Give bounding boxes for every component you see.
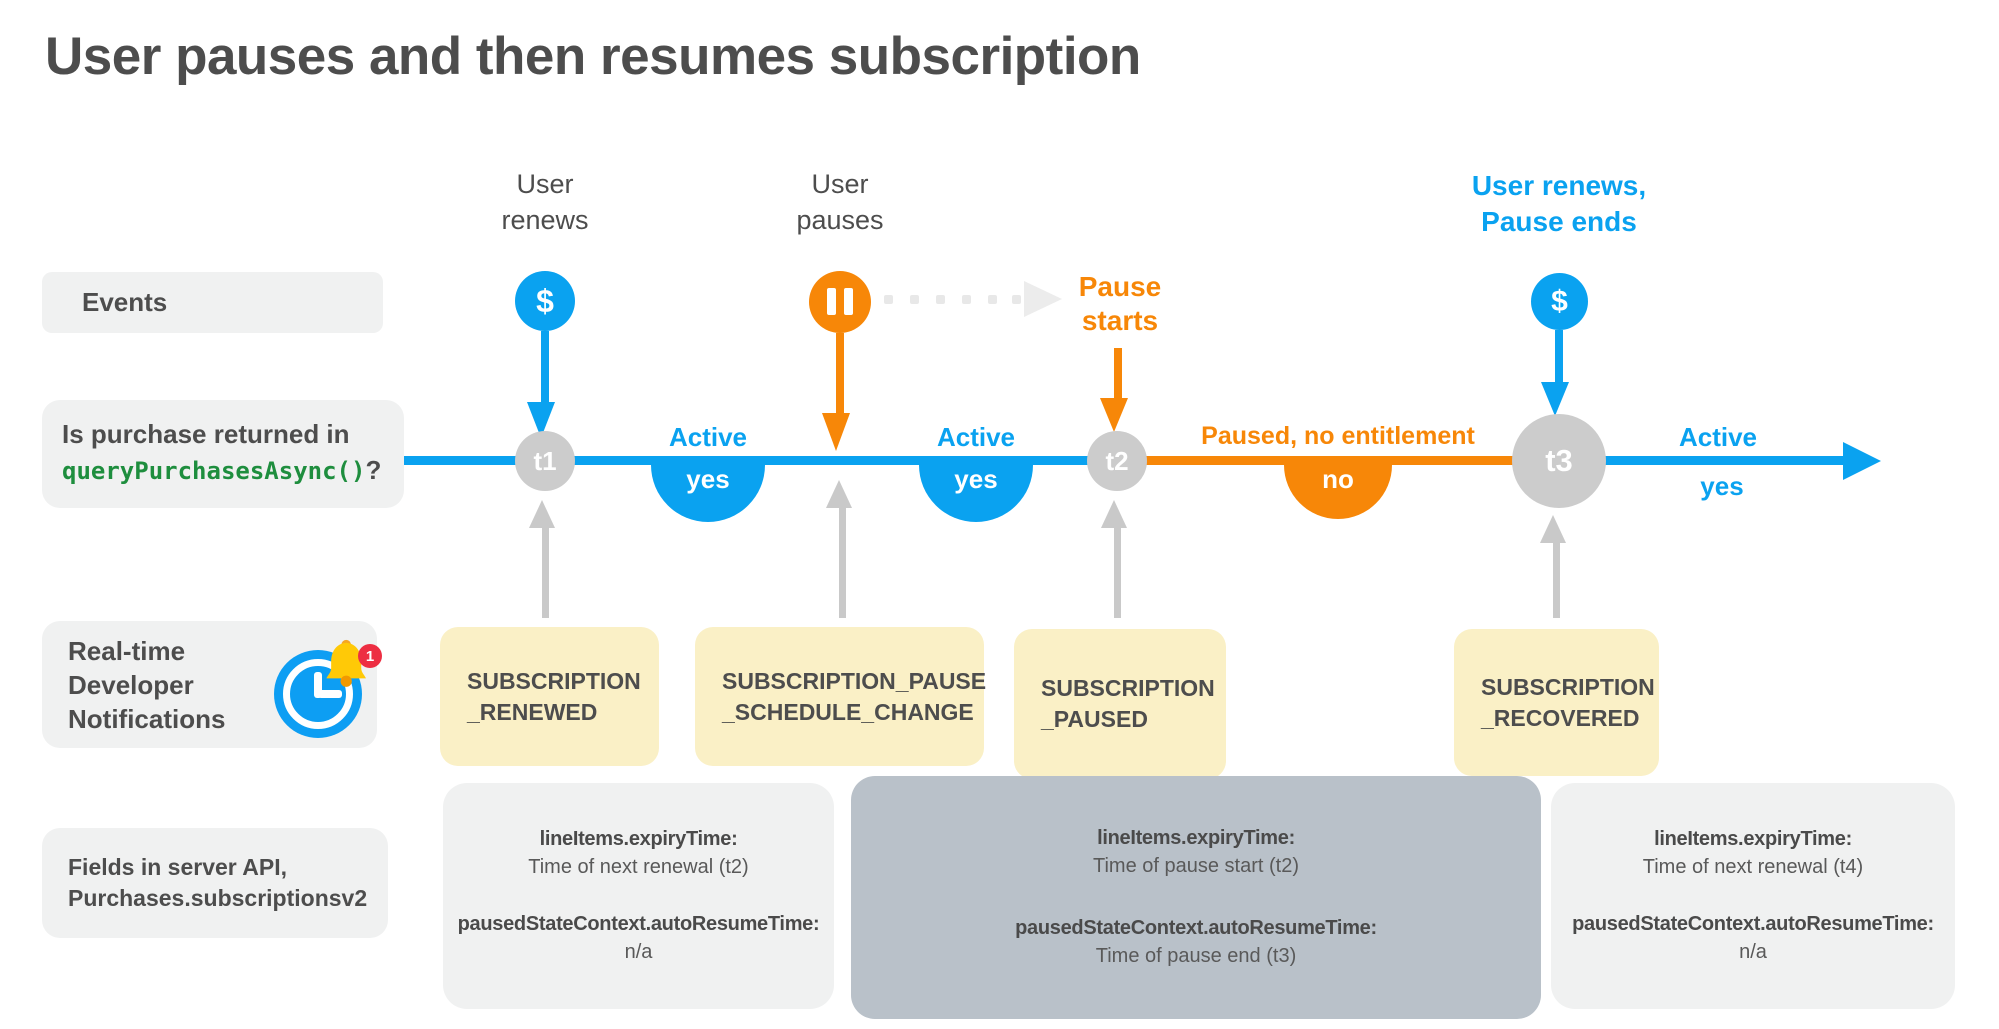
notification-badge: 1: [358, 644, 382, 668]
event-user-pauses-label: User pauses: [796, 169, 884, 235]
rtdn-line3: Notifications: [68, 703, 226, 734]
rtdn-arrow2-head-icon: [826, 480, 852, 508]
event-user-renews-pause-ends-label: User renews, Pause ends: [1471, 170, 1647, 237]
dollar-icon: $: [515, 271, 575, 331]
api-fields-box-2-highlighted: lineItems.expiryTime: Time of pause star…: [851, 776, 1541, 1019]
rtdn-arrow4-head-icon: [1540, 515, 1566, 543]
event3-arrow-shaft: [1114, 348, 1122, 402]
event2-arrow-shaft: [836, 333, 844, 417]
purchase-question-line2: queryPurchasesAsync()?: [62, 452, 404, 493]
event4-arrow-shaft: [1555, 330, 1563, 386]
timeline-marker-t1: t1: [515, 431, 575, 491]
clock-hand-minute: [314, 672, 322, 698]
bell-icon: [326, 639, 366, 687]
segment2-status: Active: [936, 422, 1016, 452]
clock-hand-hour: [318, 690, 342, 698]
rtdn-line2: Developer: [68, 669, 194, 700]
timeline-arrowhead-icon: [1843, 442, 1881, 480]
segment3-answer: no: [1284, 464, 1392, 519]
query-purchases-code: queryPurchasesAsync(): [62, 456, 366, 485]
rtdn-arrow1-head-icon: [529, 500, 555, 528]
notification-clock-icon: 1: [270, 638, 382, 746]
timeline-segment-paused: [1117, 456, 1561, 465]
events-row-label: Events: [42, 272, 383, 333]
event2-arrow-head-icon: [822, 413, 850, 451]
segment1-status: Active: [668, 422, 748, 452]
timeline-marker-t2: t2: [1087, 431, 1147, 491]
page-title: User pauses and then resumes subscriptio…: [45, 27, 1141, 86]
pause-icon: [809, 271, 871, 333]
segment4-answer: yes: [1700, 471, 1744, 501]
events-label: Events: [82, 287, 168, 317]
event-user-renews-label: User renews: [501, 169, 589, 235]
notification-subscription-recovered: SUBSCRIPTION _RECOVERED: [1454, 629, 1659, 776]
dollar-icon: $: [1531, 273, 1588, 330]
rtdn-line1: Real-time: [68, 635, 186, 666]
segment1-answer: yes: [651, 464, 765, 522]
event3-arrow-head-icon: [1100, 398, 1128, 432]
rtdn-arrow3-shaft: [1114, 528, 1121, 618]
api-fields-row-label: Fields in server API, Purchases.subscrip…: [42, 828, 388, 938]
purchase-question-mark: ?: [365, 454, 382, 485]
api-fields-line1: Fields in server API,: [68, 854, 288, 880]
event-pause-starts-label: Pause starts: [1078, 271, 1162, 336]
segment3-status: Paused, no entitlement: [1201, 422, 1475, 450]
notification-subscription-paused: SUBSCRIPTION _PAUSED: [1014, 629, 1226, 779]
rtdn-arrow2-shaft: [839, 508, 846, 618]
clock-ring: [283, 659, 353, 729]
rtdn-arrow3-head-icon: [1101, 500, 1127, 528]
segment2-answer: yes: [919, 464, 1033, 522]
api-fields-box-3: lineItems.expiryTime: Time of next renew…: [1551, 783, 1955, 1009]
purchase-question-line1: Is purchase returned in: [62, 418, 350, 449]
api-fields-box-1: lineItems.expiryTime: Time of next renew…: [443, 783, 834, 1009]
rtdn-arrow4-shaft: [1553, 543, 1560, 618]
timeline-segment-active2: [1559, 456, 1847, 465]
notification-subscription-renewed: SUBSCRIPTION _RENEWED: [440, 627, 659, 766]
purchase-question-label: Is purchase returned in queryPurchasesAs…: [42, 400, 404, 508]
timeline-marker-t3: t3: [1512, 414, 1606, 508]
event1-arrow-shaft: [541, 331, 549, 407]
timeline-segment-active1: [404, 456, 1119, 465]
segment4-status: Active: [1678, 422, 1758, 452]
rtdn-arrow1-shaft: [542, 528, 549, 618]
event4-arrow-head-icon: [1541, 382, 1569, 416]
notification-subscription-pause-schedule-change: SUBSCRIPTION_PAUSE _SCHEDULE_CHANGE: [695, 627, 986, 766]
api-fields-line2: Purchases.subscriptionsv2: [68, 885, 368, 911]
